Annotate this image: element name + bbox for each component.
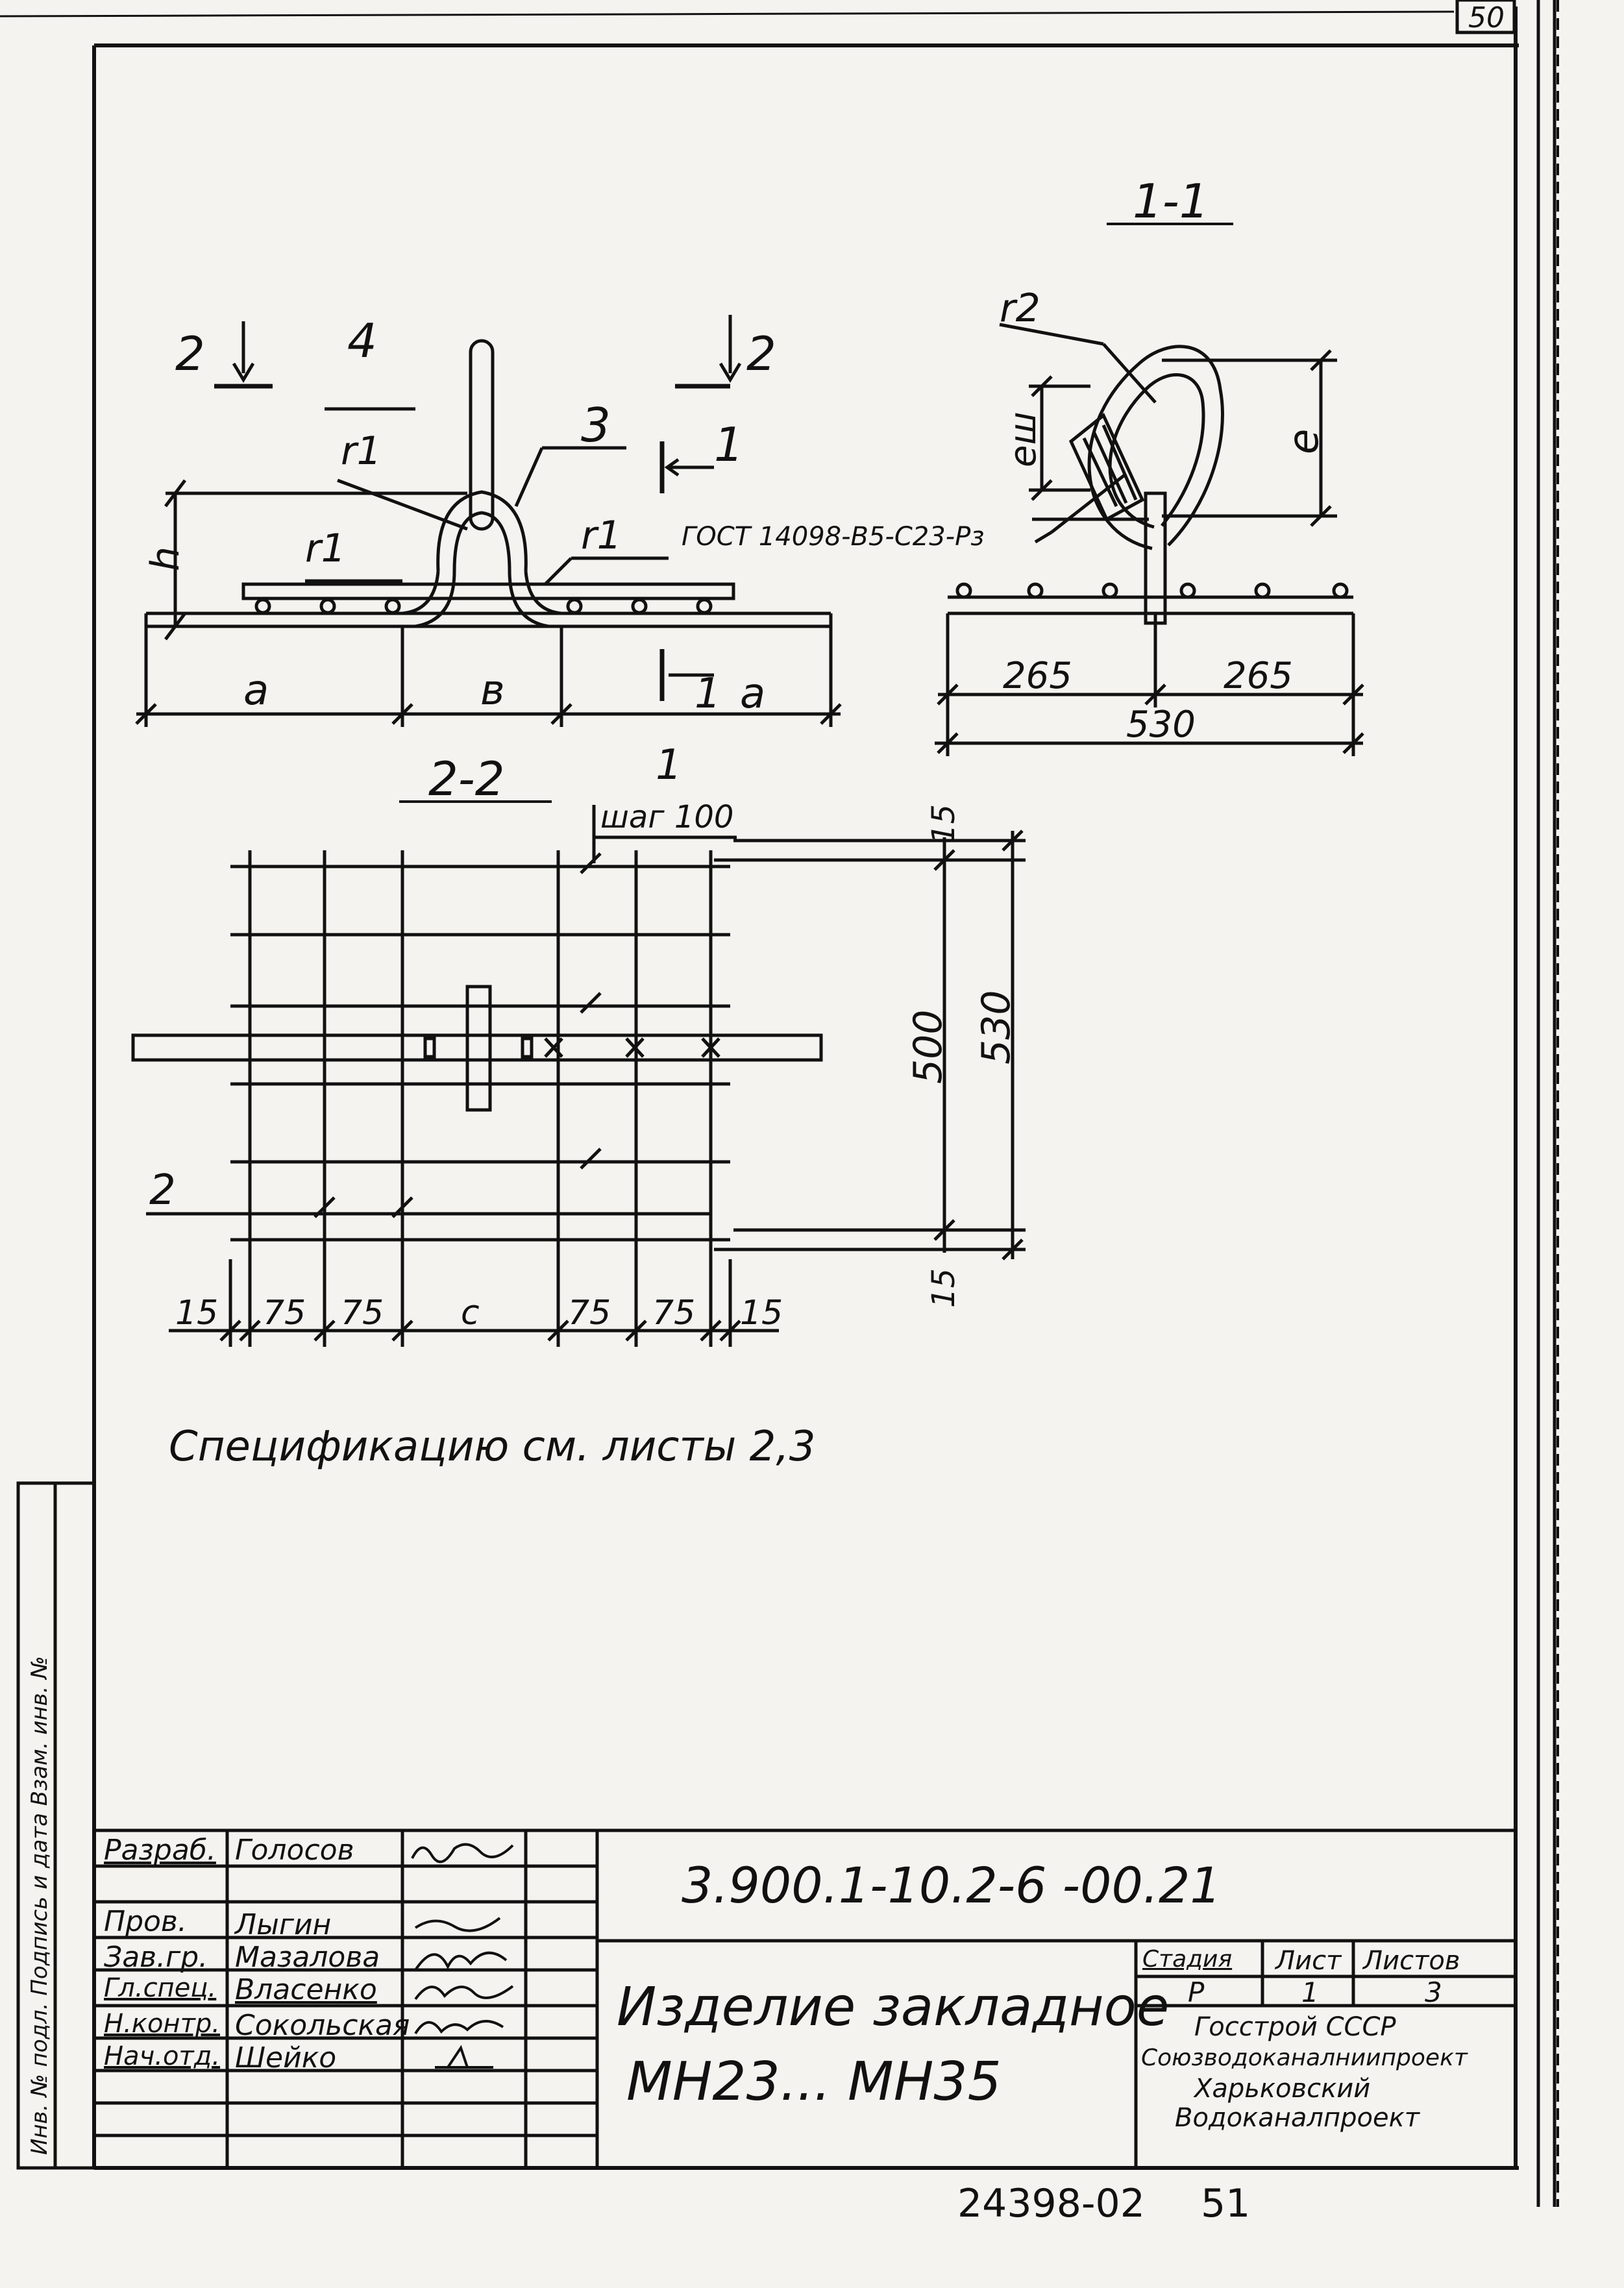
- dim-h: h: [143, 547, 188, 571]
- dim-e: e: [1280, 429, 1328, 454]
- dim-500: 500: [905, 1009, 951, 1084]
- dim-bottom-15-left: 15: [175, 1294, 218, 1333]
- callout-4: 4: [347, 314, 377, 368]
- signature-checked: [414, 1917, 501, 1932]
- role-dept-head: Нач.отд.: [104, 2041, 221, 2071]
- dim-bottom-75-a: 75: [263, 1294, 306, 1333]
- name-chief-spec: Власенко: [235, 1973, 377, 2006]
- signature-norm-control: [414, 2019, 504, 2035]
- dim-265-left: 265: [1003, 655, 1072, 697]
- role-developer: Разраб.: [104, 1834, 216, 1867]
- org-line-1: Госстрой СССР: [1194, 2012, 1396, 2042]
- weld-spec: ГОСТ 14098-В5-С23-Рз: [682, 522, 985, 552]
- callout-3: 3: [581, 398, 611, 452]
- archive-number: 24398-02: [957, 2181, 1145, 2226]
- signature-group-head: [414, 1951, 508, 1971]
- dim-a-left: a: [243, 667, 269, 715]
- cut-1-bottom-label: 1: [695, 670, 721, 718]
- dim-bottom-c: с: [461, 1294, 480, 1333]
- sheet-value: 1: [1301, 1976, 1319, 2008]
- page-number: 51: [1201, 2181, 1251, 2226]
- stage-value: Р: [1188, 1976, 1205, 2008]
- role-checked: Пров.: [104, 1905, 187, 1938]
- callout-1-top: 1: [656, 741, 682, 789]
- dim-b: в: [480, 667, 505, 715]
- dim-bottom-15-right: 15: [740, 1294, 783, 1333]
- dim-15-top: 15: [926, 804, 962, 844]
- callout-r1-b: r1: [305, 526, 346, 571]
- section-2-2-title: 2-2: [428, 752, 505, 806]
- cut-2-left-label: 2: [175, 326, 205, 381]
- name-group-head: Мазалова: [235, 1941, 380, 1974]
- name-norm-control: Сокольская: [235, 2009, 410, 2042]
- dim-bottom-75-b: 75: [341, 1294, 384, 1333]
- name-developer: Голосов: [235, 1834, 354, 1867]
- name-dept-head: Шейко: [235, 2041, 337, 2074]
- front-view: [135, 315, 842, 727]
- org-line-3: Харьковский: [1194, 2074, 1371, 2104]
- side-stamp-text: Инв. № подл. Подпись и дата Взам. инв. №: [27, 1656, 53, 2155]
- cut-1-top-label: 1: [714, 417, 744, 472]
- dim-265-right: 265: [1224, 655, 1293, 697]
- callout-r1-a: r1: [341, 428, 382, 474]
- title-line-2: МН23... МН35: [626, 2051, 1002, 2113]
- sheet-corner-number: 50: [1468, 1, 1505, 34]
- signature-dept-head: [435, 2045, 493, 2069]
- dim-bottom-75-c: 75: [568, 1294, 611, 1333]
- section-1-1-title: 1-1: [1133, 174, 1209, 228]
- callout-2-left: 2: [149, 1166, 176, 1214]
- dim-e-sh: еш: [1002, 412, 1044, 467]
- title-line-1: Изделие закладное: [617, 1976, 1170, 2038]
- role-group-head: Зав.гр.: [104, 1941, 208, 1974]
- specification-note: Спецификацию см. листы 2,3: [169, 1423, 815, 1471]
- stage-header: Стадия: [1142, 1946, 1233, 1973]
- sheets-header: Листов: [1363, 1946, 1460, 1976]
- sheet-header: Лист: [1275, 1946, 1342, 1976]
- signature-developer: [411, 1843, 514, 1864]
- side-stamp: [16, 1481, 96, 2170]
- callout-r1-c: r1: [581, 513, 622, 558]
- plan-view: [131, 805, 1026, 1347]
- step-label: шаг 100: [600, 799, 733, 835]
- section-1-1-view: [935, 323, 1364, 756]
- callout-r2: r2: [1000, 286, 1040, 331]
- cut-2-right-label: 2: [746, 326, 776, 381]
- document-code: 3.900.1-10.2-6 -00.21: [682, 1856, 1222, 1914]
- dim-530-plan: 530: [974, 990, 1019, 1064]
- name-checked: Лыгин: [235, 1908, 332, 1941]
- org-line-2: Союзводоканалниипроект: [1141, 2045, 1468, 2071]
- dim-a-right: a: [740, 670, 765, 718]
- role-norm-control: Н.контр.: [104, 2009, 220, 2039]
- dim-bottom-75-d: 75: [652, 1294, 695, 1333]
- signature-chief-spec: [414, 1985, 514, 2000]
- org-line-4: Водоканалпроект: [1175, 2103, 1420, 2133]
- role-chief-spec: Гл.спец.: [104, 1973, 217, 2003]
- dim-530-side: 530: [1126, 704, 1196, 746]
- sheets-value: 3: [1425, 1976, 1442, 2008]
- dim-15-bottom: 15: [926, 1268, 962, 1308]
- title-block-grid: [92, 1828, 1518, 2170]
